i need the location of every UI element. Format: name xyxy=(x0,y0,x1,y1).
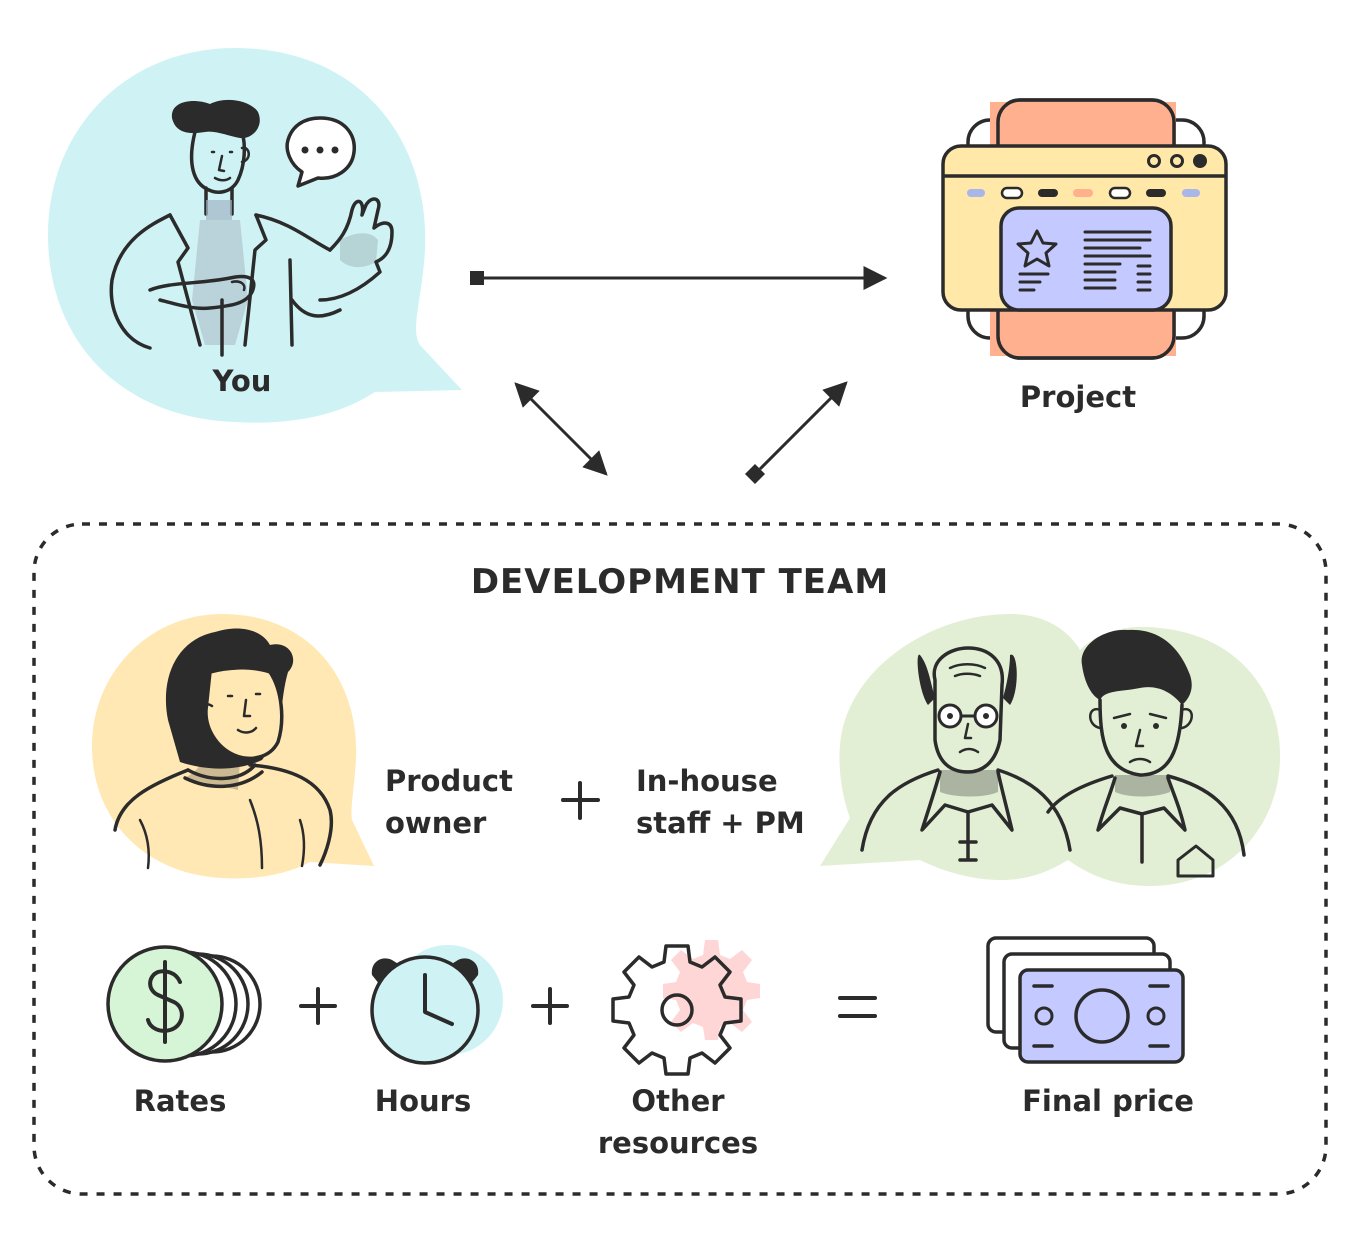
you-speech-bubble xyxy=(48,48,462,423)
you-label: You xyxy=(212,364,272,398)
person-you-icon xyxy=(109,99,394,357)
plus-sign-team xyxy=(561,781,600,820)
project-node xyxy=(941,98,1228,360)
you-node xyxy=(48,48,462,423)
gear-icon xyxy=(611,940,760,1076)
final-price-label: Final price xyxy=(1022,1084,1194,1118)
connector-team-project xyxy=(745,381,848,484)
stopwatch-icon xyxy=(370,945,503,1065)
rates-label: Rates xyxy=(133,1084,227,1118)
person-young-staff-icon xyxy=(1046,629,1246,878)
product-owner-label-line1: Product xyxy=(385,764,513,798)
person-product-owner-icon xyxy=(113,628,333,870)
browser-window-icon xyxy=(941,98,1228,360)
inhouse-staff-bubble xyxy=(820,614,1281,886)
development-team-box xyxy=(32,522,1328,1196)
connector-you-team xyxy=(514,382,608,476)
inhouse-staff-label-line1: In-house xyxy=(636,764,778,798)
product-owner-node xyxy=(92,614,374,879)
equals-sign xyxy=(838,996,877,1018)
person-older-staff-icon xyxy=(860,646,1072,862)
other-resources-label-line2: resources xyxy=(597,1126,759,1160)
plus-sign-1 xyxy=(299,987,337,1025)
speech-dots-icon xyxy=(285,116,356,188)
plus-sign-2 xyxy=(531,987,569,1025)
banknotes-icon xyxy=(986,936,1185,1064)
connector-you-project xyxy=(470,266,888,290)
coins-dollar-icon xyxy=(106,945,262,1063)
inhouse-staff-label-line2: staff + PM xyxy=(636,806,805,840)
project-label: Project xyxy=(1019,380,1137,414)
other-resources-label-line1: Other xyxy=(631,1084,725,1118)
product-owner-label-line2: owner xyxy=(385,806,487,840)
hours-label: Hours xyxy=(374,1084,472,1118)
inhouse-staff-node xyxy=(820,614,1281,886)
development-team-title: DEVELOPMENT TEAM xyxy=(470,562,890,602)
